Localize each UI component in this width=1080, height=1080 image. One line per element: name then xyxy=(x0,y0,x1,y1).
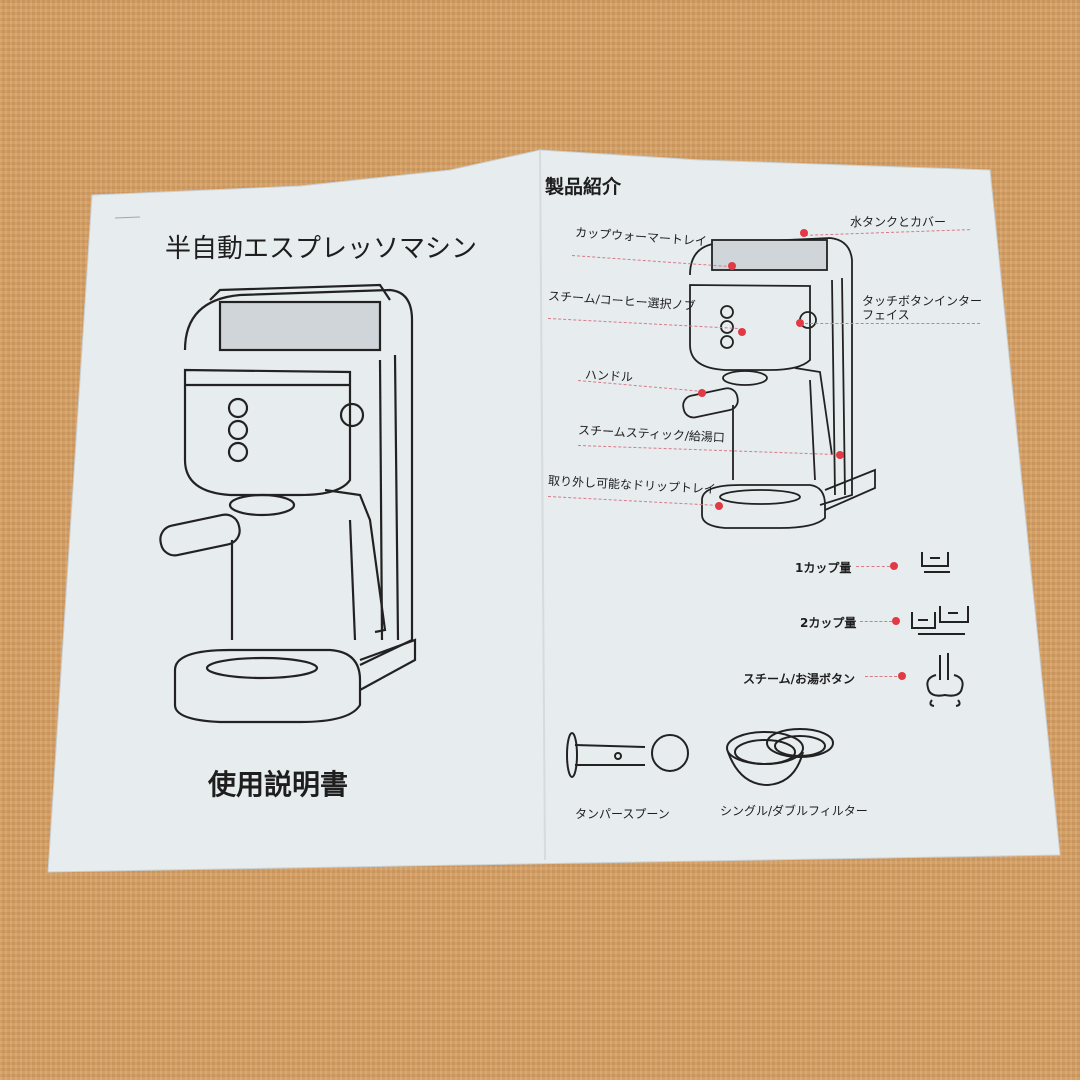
label-touch-interface: タッチボタンインター xyxy=(862,294,983,308)
marker-dot xyxy=(715,502,723,510)
leader-line xyxy=(800,323,980,324)
marker-dot xyxy=(698,389,706,397)
manual-subtitle: 使用説明書 xyxy=(208,768,349,801)
espresso-machine-diagram xyxy=(682,237,876,529)
leader-line xyxy=(865,676,897,677)
marker-dot xyxy=(890,562,898,570)
marker-dot xyxy=(738,328,746,336)
steam-icon xyxy=(926,653,964,707)
tamper-spoon-illustration xyxy=(566,732,689,778)
marker-dot xyxy=(728,262,736,270)
section-heading: 製品紹介 xyxy=(545,176,622,198)
label-touch-interface-cont: フェイス xyxy=(862,308,910,322)
filter-baskets-illustration xyxy=(726,728,834,787)
label-steam-button: スチーム/お湯ボタン xyxy=(743,672,856,686)
two-cup-icon xyxy=(911,606,969,635)
label-tamper: タンパースプーン xyxy=(575,807,670,821)
marker-dot xyxy=(836,451,844,459)
leader-line xyxy=(856,566,890,567)
label-one-cup: 1カップ量 xyxy=(795,561,852,575)
leader-line xyxy=(860,621,892,622)
marker-dot xyxy=(796,319,804,327)
marker-dot xyxy=(800,229,808,237)
label-two-cup: 2カップ量 xyxy=(800,616,857,630)
label-water-tank: 水タンクとカバー xyxy=(850,215,947,229)
label-filter: シングル/ダブルフィルター xyxy=(720,804,868,818)
marker-dot xyxy=(892,617,900,625)
one-cup-icon xyxy=(921,552,950,573)
espresso-machine-illustration xyxy=(159,283,417,724)
marker-dot xyxy=(898,672,906,680)
manual-title: 半自動エスプレッソマシン xyxy=(165,234,478,264)
